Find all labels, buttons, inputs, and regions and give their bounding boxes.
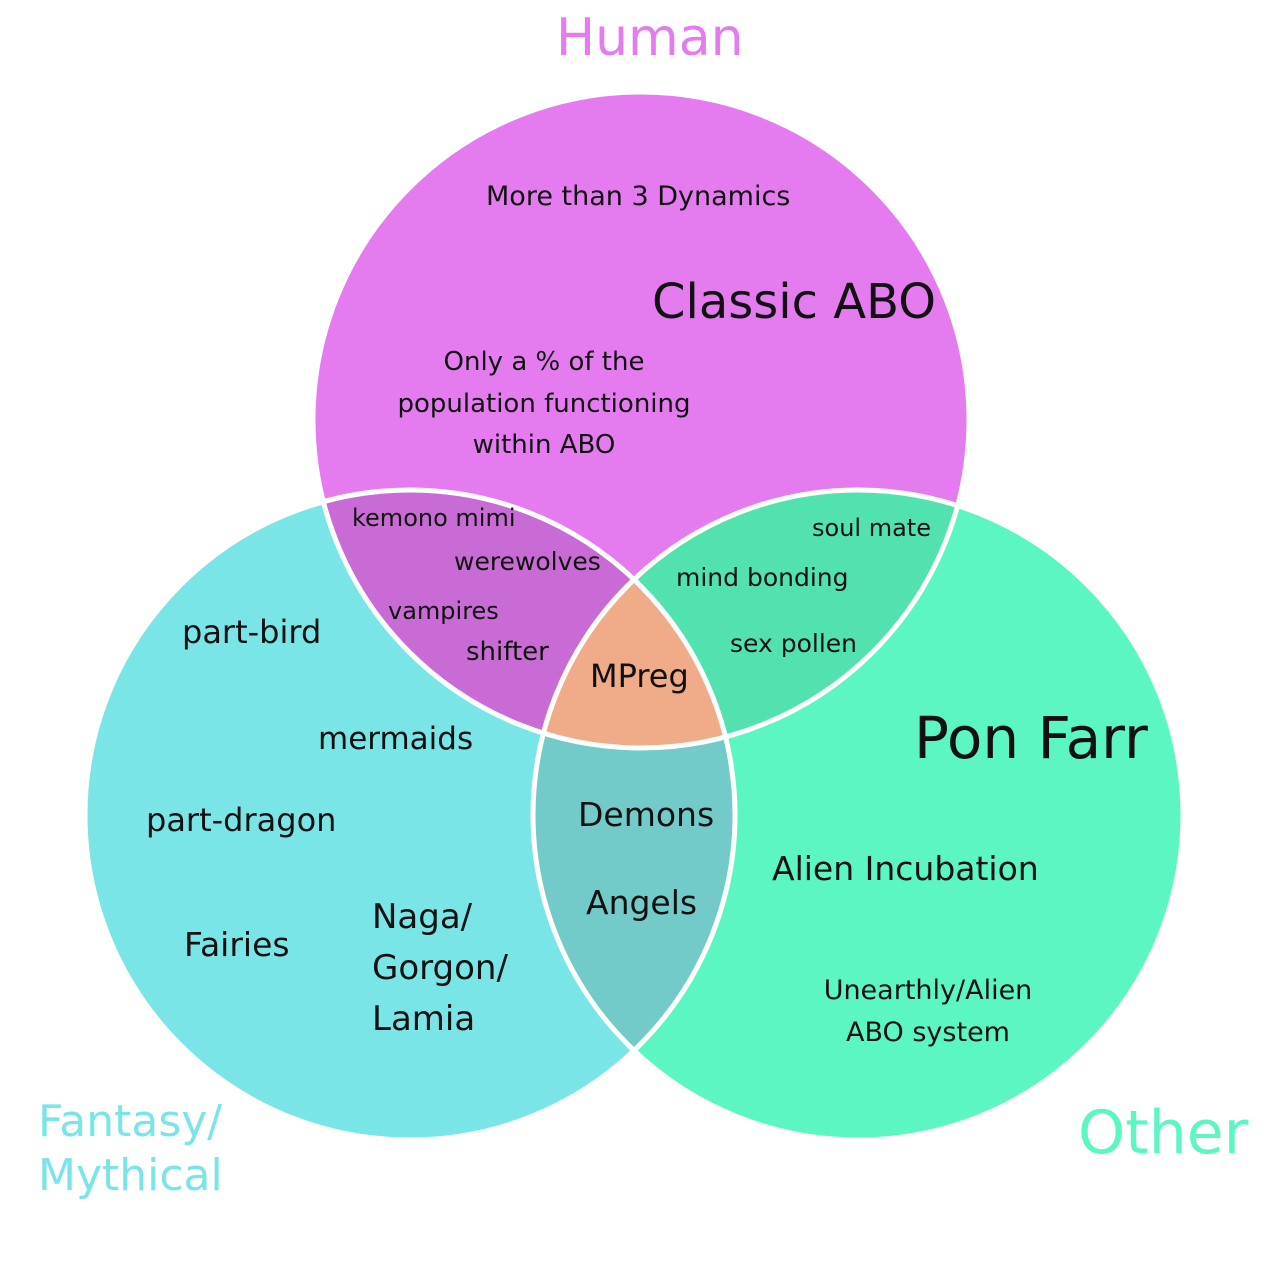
human-other-overlap <box>533 490 969 748</box>
fantasy-set-label: Fantasy/ Mythical <box>38 1096 223 1201</box>
fantasy-item: Fairies <box>184 925 290 964</box>
human-other-item: soul mate <box>812 514 931 542</box>
human-set-label: Human <box>556 8 744 68</box>
human-outline <box>310 89 972 751</box>
human-fantasy-item: vampires <box>388 597 499 625</box>
other-set-label: Other <box>1078 1098 1249 1168</box>
human-other-item: sex pollen <box>730 629 857 658</box>
fantasy-other-item: Demons <box>578 795 715 834</box>
other-outline <box>530 487 1186 1143</box>
other-item: Alien Incubation <box>772 849 1039 888</box>
human-fantasy-item: shifter <box>466 637 549 667</box>
fantasy-other-item: Angels <box>586 883 698 922</box>
human-item: More than 3 Dynamics <box>486 181 791 212</box>
center-item: MPreg <box>590 657 689 695</box>
human-fantasy-item: werewolves <box>454 547 601 576</box>
fantasy-item: mermaids <box>318 721 474 757</box>
fantasy-item: part-bird <box>182 613 322 651</box>
fantasy-item: part-dragon <box>146 801 337 839</box>
human-fantasy-item: kemono mimi <box>352 504 516 532</box>
human-item: Classic ABO <box>652 274 936 330</box>
fantasy-outline <box>82 487 738 1143</box>
fantasy-item: Naga/ Gorgon/ Lamia <box>372 897 508 1039</box>
other-item: Pon Farr <box>914 704 1148 772</box>
human-fantasy-overlap <box>313 490 735 748</box>
human-other-item: mind bonding <box>676 563 849 592</box>
other-item: Unearthly/Alien ABO system <box>823 975 1033 1048</box>
human-item: Only a % of the population functioning w… <box>397 347 691 461</box>
